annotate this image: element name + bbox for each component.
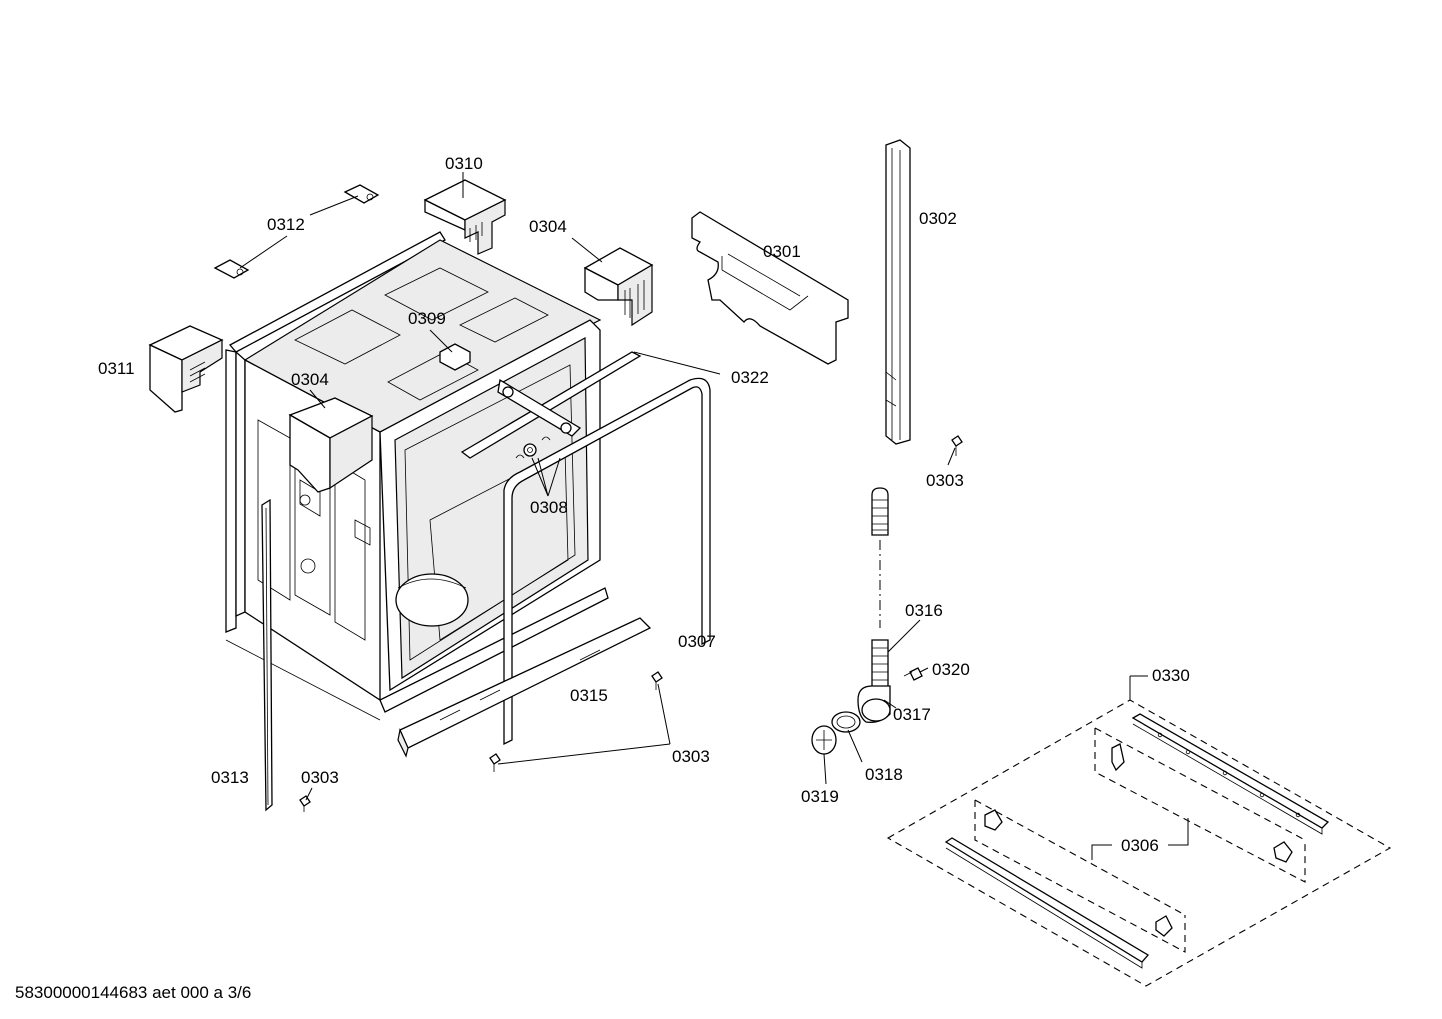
callout-0322: 0322 [731,368,769,387]
side-cover-left [288,397,374,493]
callout-0303-middle: 0303 [672,747,710,766]
base-kit-group [886,699,1392,987]
side-cover-right [583,247,654,327]
drain-hose-assembly [811,487,891,755]
leader-lines [239,172,1189,860]
tub-body [225,231,609,721]
callout-0318: 0318 [865,765,903,784]
callout-0312: 0312 [267,215,305,234]
callout-0320: 0320 [932,660,970,679]
callout-0304-left: 0304 [291,370,329,389]
callout-0303-left: 0303 [301,768,339,787]
callout-0301: 0301 [763,242,801,261]
callout-0311: 0311 [98,359,135,378]
small-brackets [213,184,380,279]
side-bracket [148,325,224,413]
callout-0317: 0317 [893,705,931,724]
top-bracket [423,179,507,255]
document-reference: 58300000144683 aet 000 a 3/6 [15,983,251,1002]
callout-0330: 0330 [1152,666,1190,685]
top-clip [439,343,471,371]
insulation-panel [691,211,849,365]
callout-0304-right: 0304 [529,217,567,236]
door-seal-gasket [503,377,711,746]
vertical-strip-0313 [261,498,273,812]
callout-0310: 0310 [445,154,483,173]
hinge-bracket [497,378,582,459]
callout-labels: 0310 0312 0304 0301 0302 0309 0311 0304 … [98,154,1190,855]
callout-0302: 0302 [919,209,957,228]
callout-0306: 0306 [1121,836,1159,855]
vertical-rail-0302 [885,139,911,445]
callout-0319: 0319 [801,787,839,806]
callout-0308: 0308 [530,498,568,517]
top-seal-strip [460,351,642,459]
callout-0309: 0309 [408,309,446,328]
callout-0307: 0307 [678,632,716,651]
callout-0313: 0313 [211,768,249,787]
bottom-front-trim [397,617,652,758]
callout-0316: 0316 [905,601,943,620]
callout-0315: 0315 [570,686,608,705]
callout-0303-right: 0303 [926,471,964,490]
screws [299,435,963,812]
